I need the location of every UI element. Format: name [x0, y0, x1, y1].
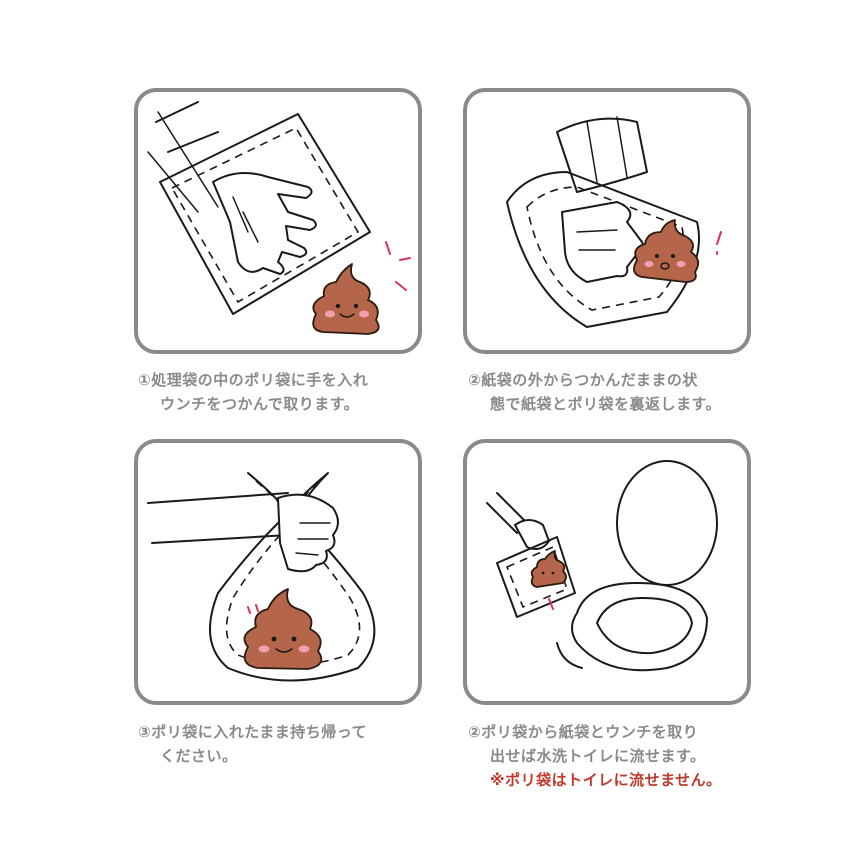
step-2-illustration-panel [463, 88, 751, 354]
step-1-line-1: ①処理袋の中のポリ袋に手を入れ [138, 371, 369, 389]
inverting-bag-illustration [506, 116, 722, 328]
step-2-line-2: 態で紙袋とポリ袋を裏返します。 [490, 395, 722, 413]
step-2-caption: ②紙袋の外からつかんだままの状 態で紙袋とポリ袋を裏返します。 [468, 368, 721, 416]
step-3-illustration-panel [134, 439, 422, 705]
step-3-line-1: ③ポリ袋に入れたまま持ち帰って [138, 723, 368, 741]
step-4-illustration-panel [463, 439, 751, 705]
step-3-caption: ③ポリ袋に入れたまま持ち帰って ください。 [138, 720, 367, 768]
poo-icon [312, 263, 380, 335]
step-4-caption: ②ポリ袋から紙袋とウンチを取り 出せば水洗トイレに流せます。 ※ポリ袋はトイレに… [468, 720, 722, 792]
poo-icon [633, 219, 700, 283]
step-3-line-2: ください。 [160, 747, 238, 765]
step-2-line-1: ②紙袋の外からつかんだままの状 [468, 371, 698, 389]
hand-in-bag-illustration [147, 101, 411, 335]
step-4-warning: ※ポリ袋はトイレに流せません。 [490, 771, 722, 789]
poo-icon [530, 550, 567, 588]
step-1-illustration-panel [134, 88, 422, 354]
step-1-caption: ①処理袋の中のポリ袋に手を入れ ウンチをつかんで取ります。 [138, 368, 368, 416]
toilet-flush-illustration [486, 460, 718, 672]
poo-icon [243, 588, 323, 670]
step-1-line-2: ウンチをつかんで取ります。 [160, 395, 360, 413]
step-4-line-2: 出せば水洗トイレに流せます。 [490, 747, 706, 765]
tied-bag-illustration [147, 472, 376, 682]
step-4-line-1: ②ポリ袋から紙袋とウンチを取り [468, 723, 699, 741]
